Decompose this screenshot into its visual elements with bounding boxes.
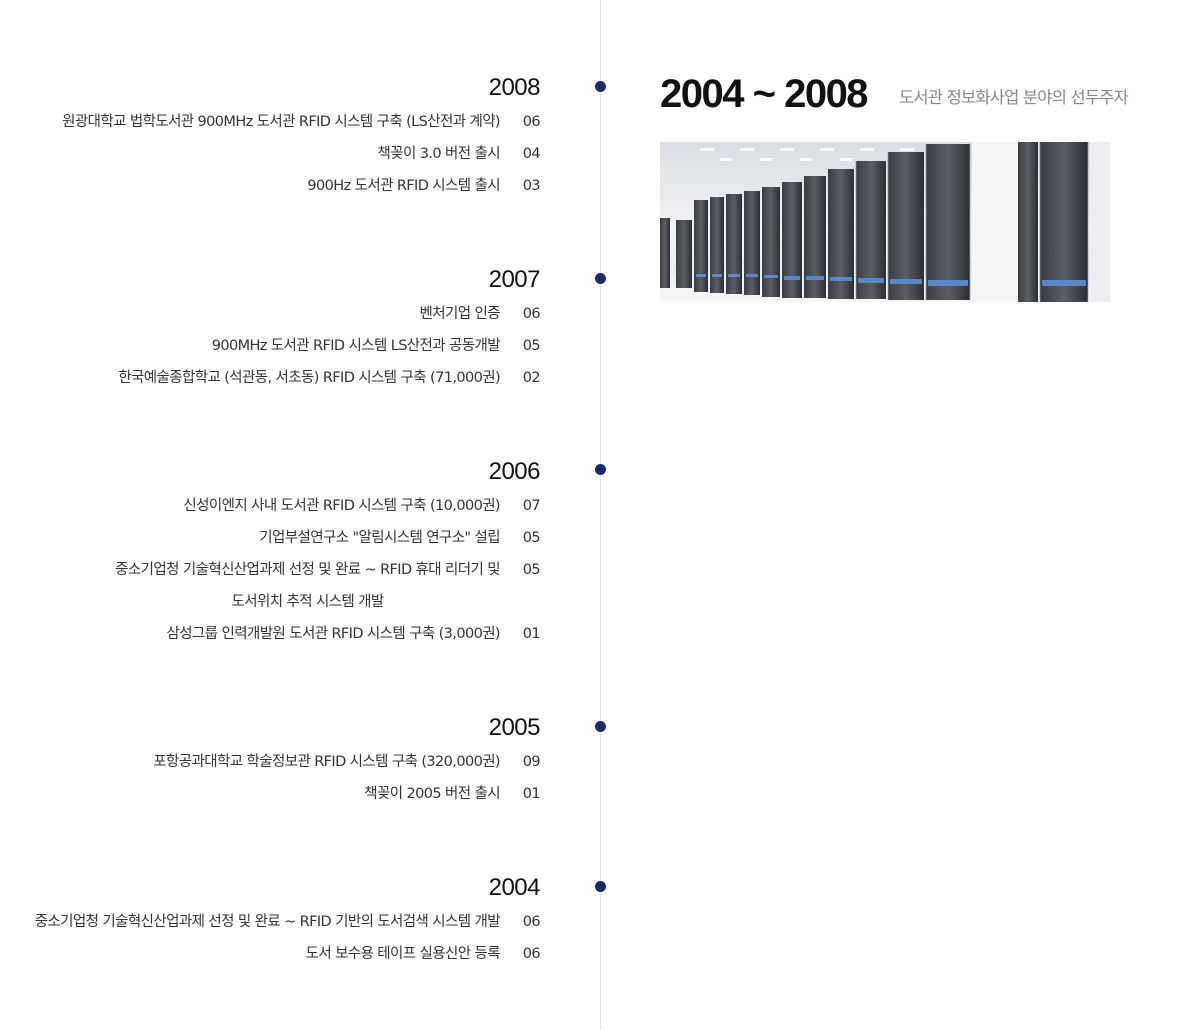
event-month: 06 (522, 114, 541, 130)
event-text: 삼성그룹 인력개발원 도서관 RFID 시스템 구축 (3,000권) (166, 626, 501, 642)
event-month: 02 (522, 370, 541, 386)
period-title: 2004 ~ 2008 (660, 72, 869, 116)
period-subtitle: 도서관 정보화사업 분야의 선두주자 (899, 88, 1129, 107)
timeline-dot-2008 (595, 81, 606, 92)
event-month: 03 (522, 178, 541, 194)
event-text-line1: 중소기업청 기술혁신산업과제 선정 및 완료 ~ RFID 휴대 리더기 및 (115, 562, 500, 578)
event-item: 포항공과대학교 학술정보관 RFID 시스템 구축 (320,000권) 09 (0, 746, 540, 778)
server-racks-photo (660, 142, 1110, 302)
year-heading: 2007 (488, 266, 541, 293)
year-heading: 2008 (488, 74, 541, 101)
event-text: 도서 보수용 테이프 실용신안 등록 (305, 946, 501, 962)
event-text: 책꽂이 3.0 버전 출시 (377, 146, 501, 162)
event-item: 책꽂이 2005 버전 출시 01 (0, 778, 540, 810)
event-item: 도서 보수용 테이프 실용신안 등록 06 (0, 938, 541, 970)
year-heading: 2004 (488, 874, 541, 901)
timeline-dot-2005 (595, 721, 606, 732)
event-text: 중소기업청 기술혁신산업과제 선정 및 완료 ~ RFID 휴대 리더기 및 도… (115, 554, 500, 618)
year-block-2007: 2007 벤처기업 인증 06 900MHz 도서관 RFID 시스템 LS산전… (0, 266, 540, 394)
event-month: 01 (522, 786, 541, 802)
timeline-dot-2007 (595, 273, 606, 284)
event-month: 09 (522, 754, 541, 770)
year-block-2008: 2008 원광대학교 법학도서관 900MHz 도서관 RFID 시스템 구축 … (0, 74, 540, 202)
event-text: 책꽂이 2005 버전 출시 (364, 786, 500, 802)
event-item: 벤처기업 인증 06 (0, 298, 541, 330)
event-month: 06 (522, 914, 541, 930)
event-item: 900MHz 도서관 RFID 시스템 LS산전과 공동개발 05 (0, 330, 541, 362)
event-text: 900MHz 도서관 RFID 시스템 LS산전과 공동개발 (211, 338, 501, 354)
event-month: 05 (522, 562, 541, 578)
timeline-line (600, 0, 601, 1030)
event-month: 05 (522, 338, 541, 354)
event-item: 한국예술종합학교 (석관동, 서초동) RFID 시스템 구축 (71,000권… (0, 362, 540, 394)
event-item: 원광대학교 법학도서관 900MHz 도서관 RFID 시스템 구축 (LS산전… (0, 106, 540, 138)
event-month: 07 (522, 498, 541, 514)
event-text: 원광대학교 법학도서관 900MHz 도서관 RFID 시스템 구축 (LS산전… (62, 114, 500, 130)
event-month: 05 (522, 530, 541, 546)
event-text: 포항공과대학교 학술정보관 RFID 시스템 구축 (320,000권) (153, 754, 500, 770)
event-text: 중소기업청 기술혁신산업과제 선정 및 완료 ~ RFID 기반의 도서검색 시… (34, 914, 501, 930)
event-item: 중소기업청 기술혁신산업과제 선정 및 완료 ~ RFID 휴대 리더기 및 도… (0, 554, 540, 618)
event-month: 01 (522, 626, 541, 642)
year-block-2004: 2004 중소기업청 기술혁신산업과제 선정 및 완료 ~ RFID 기반의 도… (0, 874, 541, 970)
event-item: 기업부설연구소 "알림시스템 연구소" 설립 05 (0, 522, 540, 554)
event-item: 900Hz 도서관 RFID 시스템 출시 03 (0, 170, 540, 202)
event-text-line2: 도서위치 추적 시스템 개발 (231, 594, 384, 610)
event-item: 중소기업청 기술혁신산업과제 선정 및 완료 ~ RFID 기반의 도서검색 시… (0, 906, 541, 938)
event-item: 삼성그룹 인력개발원 도서관 RFID 시스템 구축 (3,000권) 01 (0, 618, 541, 650)
year-heading: 2006 (488, 458, 541, 485)
event-month: 06 (522, 306, 541, 322)
timeline-dot-2004 (595, 881, 606, 892)
event-text: 900Hz 도서관 RFID 시스템 출시 (307, 178, 500, 194)
timeline-dot-2006 (595, 464, 606, 475)
event-month: 06 (522, 946, 541, 962)
year-block-2005: 2005 포항공과대학교 학술정보관 RFID 시스템 구축 (320,000권… (0, 714, 540, 810)
event-text: 기업부설연구소 "알림시스템 연구소" 설립 (259, 530, 500, 546)
year-heading: 2005 (488, 714, 541, 741)
event-month: 04 (522, 146, 541, 162)
event-item: 책꽂이 3.0 버전 출시 04 (0, 138, 541, 170)
year-block-2006: 2006 신성이엔지 사내 도서관 RFID 시스템 구축 (10,000권) … (0, 458, 540, 650)
event-text: 한국예술종합학교 (석관동, 서초동) RFID 시스템 구축 (71,000권… (118, 370, 500, 386)
event-text: 신성이엔지 사내 도서관 RFID 시스템 구축 (10,000권) (183, 498, 500, 514)
event-item: 신성이엔지 사내 도서관 RFID 시스템 구축 (10,000권) 07 (0, 490, 540, 522)
event-text: 벤처기업 인증 (419, 306, 501, 322)
